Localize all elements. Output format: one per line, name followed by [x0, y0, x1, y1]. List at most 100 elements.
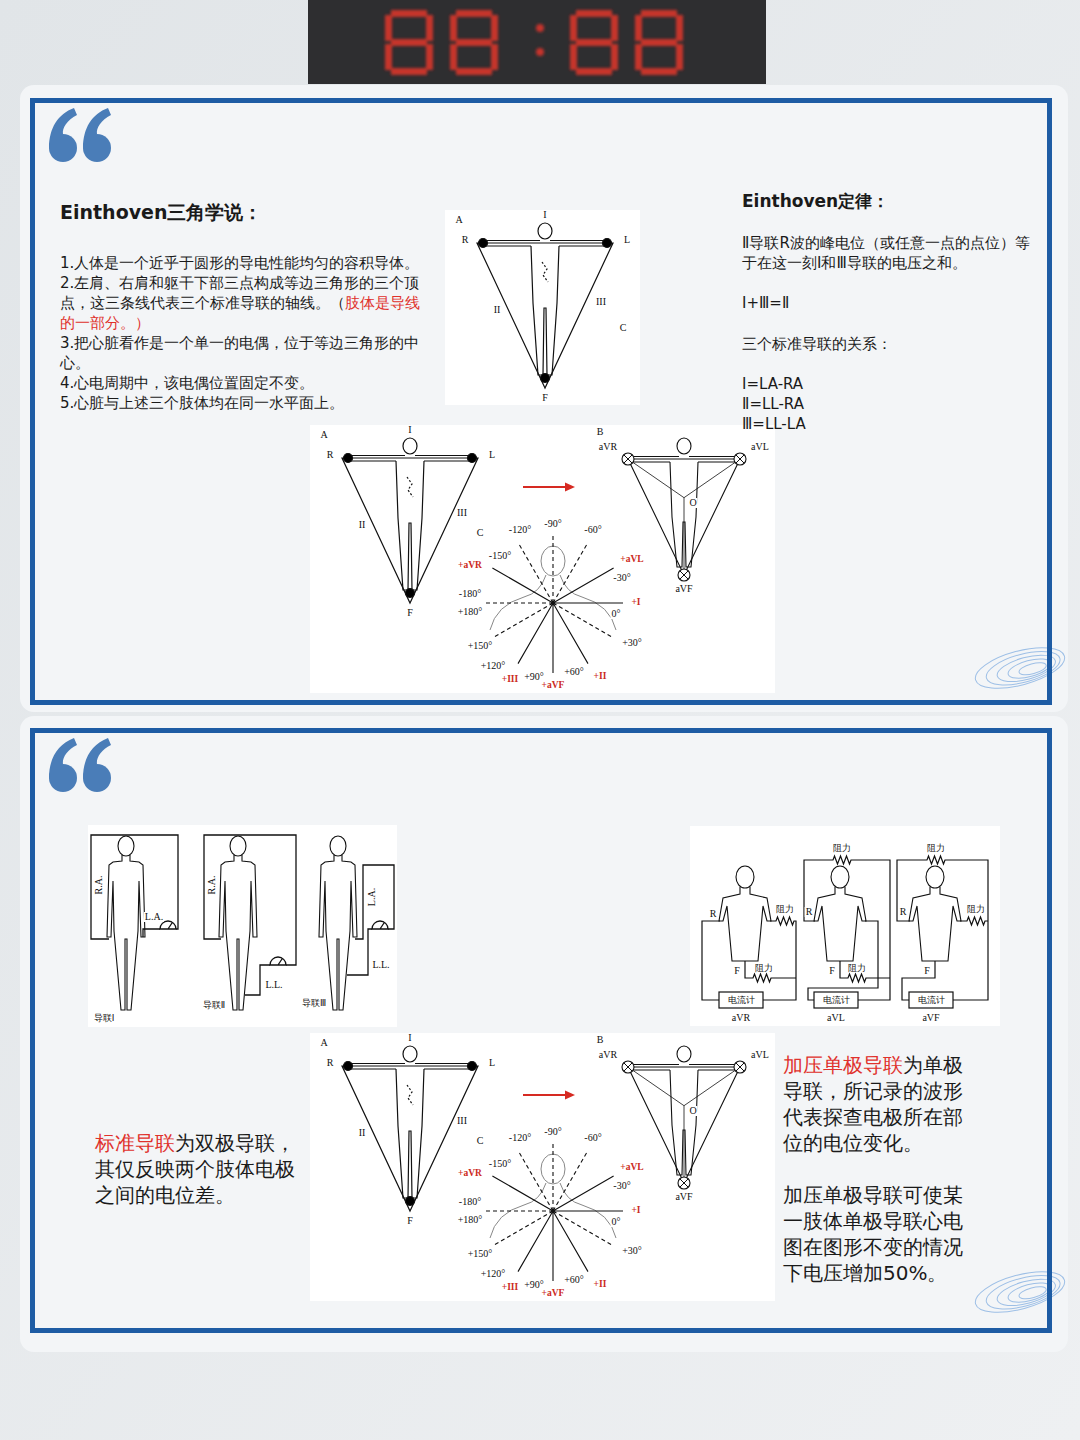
figure-stroke	[219, 836, 257, 1010]
figure-stroke	[319, 836, 357, 1010]
figure-label: O	[688, 498, 697, 508]
paragraph: Ⅰ=LA-RA	[742, 374, 1034, 394]
figure-label: +120°	[480, 1269, 507, 1279]
figure-stroke	[960, 917, 988, 925]
figure-label: -90°	[543, 519, 562, 529]
figure-label: F	[406, 608, 414, 618]
figure-ground	[310, 425, 775, 693]
body-text: Ⅰ=LA-RA	[742, 375, 803, 393]
figure-label: 导联Ⅱ	[202, 1001, 226, 1010]
highlight-text: 加压单极导联	[783, 1053, 903, 1077]
figure-label: -90°	[543, 1127, 562, 1137]
figure-stroke	[814, 866, 866, 961]
figure-stroke	[719, 992, 953, 1008]
figure-stroke	[385, 10, 683, 75]
figure-label: R	[326, 1058, 335, 1068]
figure-label: +III	[501, 1283, 520, 1293]
figure-stroke	[477, 223, 613, 388]
figure-label: F	[733, 966, 741, 976]
figure-label: III	[595, 297, 607, 307]
figure-label: L.L.	[371, 960, 390, 970]
figure-label: 阻力	[832, 844, 852, 853]
figure-stroke	[536, 24, 544, 32]
figure-stroke	[971, 640, 1069, 697]
figure-label: O	[688, 1106, 697, 1116]
figure-label: B	[596, 1035, 605, 1045]
figure-label: A	[319, 1038, 328, 1048]
figure-label: C	[619, 323, 628, 333]
figure-stroke	[107, 836, 145, 1010]
figure-label: C	[476, 1136, 485, 1146]
figure-label: +30°	[621, 1246, 643, 1256]
paragraph: 4.心电周期中，该电偶位置固定不变。	[60, 373, 432, 393]
wall-clock	[308, 0, 766, 84]
figure-label: L	[488, 450, 496, 460]
figure-label: R	[709, 909, 718, 919]
figure-label: II	[358, 1128, 367, 1138]
paragraph: 三个标准导联的关系：	[742, 334, 1034, 354]
figure-stroke	[160, 921, 176, 929]
figure-stroke	[804, 856, 890, 1000]
figure-stroke	[971, 1264, 1069, 1321]
figure-label: A	[454, 215, 463, 225]
figure-label: 0°	[611, 609, 622, 619]
figure-ground	[310, 1033, 775, 1301]
figure-label: +150°	[467, 1249, 494, 1259]
figure-stroke	[814, 992, 858, 1008]
paragraph: 1.人体是一个近乎于圆形的导电性能均匀的容积导体。	[60, 253, 432, 273]
figure-label: L.A.	[144, 912, 164, 922]
paragraph: Ⅰ+Ⅲ=Ⅱ	[742, 293, 1034, 313]
figure-stroke	[971, 640, 1069, 697]
body-text: Ⅰ+Ⅲ=Ⅱ	[742, 294, 789, 312]
figure-stroke	[49, 738, 111, 792]
figure-label: +120°	[480, 661, 507, 671]
figure-label: +I	[630, 1206, 641, 1216]
figure-stroke	[702, 856, 988, 1000]
figure-label: A	[319, 430, 328, 440]
figure-label: -180°	[458, 589, 482, 599]
figure-stroke	[570, 10, 618, 75]
body-text: Einthoven定律：	[742, 191, 889, 211]
body-text: Ⅱ导联R波的峰电位（或任意一点的点位）等于在这一刻Ⅰ和Ⅲ导联的电压之和。	[742, 234, 1030, 272]
body-text: 5.心脏与上述三个肢体均在同一水平面上。	[60, 394, 344, 412]
paragraph: Ⅱ导联R波的峰电位（或任意一点的点位）等于在这一刻Ⅰ和Ⅲ导联的电压之和。	[742, 233, 1034, 273]
figure-label: aVL	[750, 442, 770, 452]
figure-label: 阻力	[754, 964, 774, 973]
figure-stroke	[909, 992, 953, 1008]
paragraph: 2.左肩、右肩和躯干下部三点构成等边三角形的三个顶点，这三条线代表三个标准导联的…	[60, 273, 432, 333]
body-text: Ⅱ=LL-RA	[742, 395, 804, 413]
figure-stroke	[808, 921, 878, 1000]
figure-label: I	[407, 425, 412, 435]
figure-stroke	[372, 921, 388, 929]
figure-label: -180°	[458, 1197, 482, 1207]
figure-label: aVL	[750, 1050, 770, 1060]
paragraph: 加压单极导联可使某一肢体单极导联心电图在图形不变的情况下电压增加50%。	[783, 1182, 967, 1286]
figure-label: L	[488, 1058, 496, 1068]
figure-label: 电流计	[917, 996, 946, 1005]
figure-label: 0°	[611, 1217, 622, 1227]
text-column: 标准导联为双极导联，其仅反映两个肢体电极之间的电位差。	[95, 1130, 298, 1208]
highlight-text: 标准导联	[95, 1131, 175, 1155]
body-text: 4.心电周期中，该电偶位置固定不变。	[60, 374, 314, 392]
figure-label: +60°	[563, 667, 585, 677]
figure-stroke	[385, 10, 433, 75]
standard-lead-figure	[88, 825, 397, 1027]
figure-label: L	[623, 235, 631, 245]
body-text: 3.把心脏看作是一个单一的电偶，位于等边三角形的中心。	[60, 334, 419, 372]
figure-label: 阻力	[926, 844, 946, 853]
figure-label: aVF	[921, 1013, 940, 1023]
paragraph: 3.把心脏看作是一个单一的电偶，位于等边三角形的中心。	[60, 333, 432, 373]
figure-label: +aVL	[619, 1163, 644, 1173]
figure-label: +180°	[457, 1215, 484, 1225]
figure-label: III	[456, 1116, 468, 1126]
figure-stroke	[347, 865, 394, 975]
figure-label: +aVF	[541, 681, 566, 691]
body-text: 三个标准导联的关系：	[742, 335, 892, 353]
figure-label: F	[828, 966, 836, 976]
figure-label: 电流计	[822, 996, 851, 1005]
figure-label: aVF	[674, 584, 693, 594]
figure-label: +180°	[457, 607, 484, 617]
figure-stroke	[745, 961, 796, 982]
figure-stroke	[971, 1264, 1069, 1321]
body-text: Einthoven三角学说：	[60, 201, 262, 223]
